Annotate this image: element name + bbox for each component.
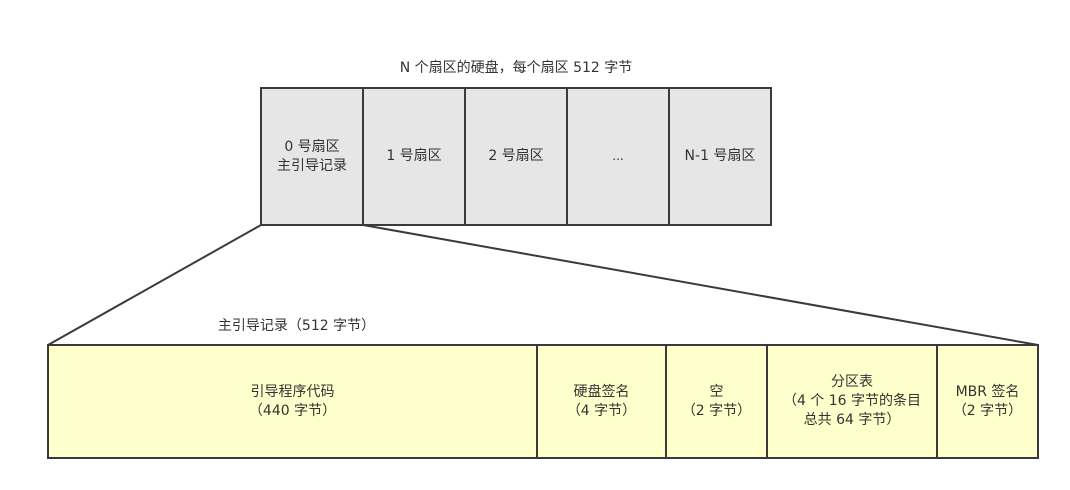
disk-title: N 个扇区的硬盘，每个扇区 512 字节 (399, 60, 633, 76)
zoom-line-right (362, 224, 1039, 346)
sector-0-sublabel: 主引导记录 (277, 157, 347, 174)
sector-last: N-1 号扇区 (668, 87, 772, 226)
mbr-part-disk-signature: 硬盘签名 （4 字节） (536, 344, 667, 459)
empty-size: （2 字节） (681, 402, 752, 419)
mbr-part-boot-code: 引导程序代码 （440 字节） (47, 344, 538, 459)
partition-table-size: （4 个 16 字节的条目 (782, 393, 922, 409)
mbr-part-partition-table: 分区表 （4 个 16 字节的条目 总共 64 字节） (766, 344, 938, 459)
disk-sector-row: 0 号扇区 主引导记录 1 号扇区 2 号扇区 ... N-1 号扇区 (260, 87, 772, 226)
partition-table-total: 总共 64 字节） (803, 412, 901, 428)
sector-ellipsis: ... (566, 87, 670, 226)
mbr-part-empty: 空 （2 字节） (665, 344, 768, 459)
empty-label: 空 (709, 383, 724, 400)
mbr-title: 主引导记录（512 字节） (217, 318, 376, 334)
mbr-signature-size: （2 字节） (952, 402, 1023, 419)
sector-2-label: 2 号扇区 (488, 148, 544, 164)
sector-0-label: 0 号扇区 (284, 138, 340, 155)
sector-1-label: 1 号扇区 (386, 148, 442, 164)
sector-2: 2 号扇区 (464, 87, 568, 226)
sector-last-label: N-1 号扇区 (684, 148, 756, 164)
partition-table-label: 分区表 (831, 374, 873, 390)
sector-0: 0 号扇区 主引导记录 (260, 87, 364, 226)
mbr-part-mbr-signature: MBR 签名 （2 字节） (936, 344, 1039, 459)
boot-code-label: 引导程序代码 (250, 383, 335, 400)
zoom-line-left (47, 224, 262, 346)
sector-ellipsis-label: ... (612, 149, 624, 163)
disk-signature-size: （4 字节） (566, 402, 637, 419)
sector-1: 1 号扇区 (362, 87, 466, 226)
boot-code-size: （440 字节） (248, 402, 337, 419)
mbr-signature-label: MBR 签名 (955, 383, 1020, 400)
mbr-structure-row: 引导程序代码 （440 字节） 硬盘签名 （4 字节） 空 （2 字节） 分区表… (47, 344, 1039, 459)
disk-signature-label: 硬盘签名 (573, 383, 630, 400)
